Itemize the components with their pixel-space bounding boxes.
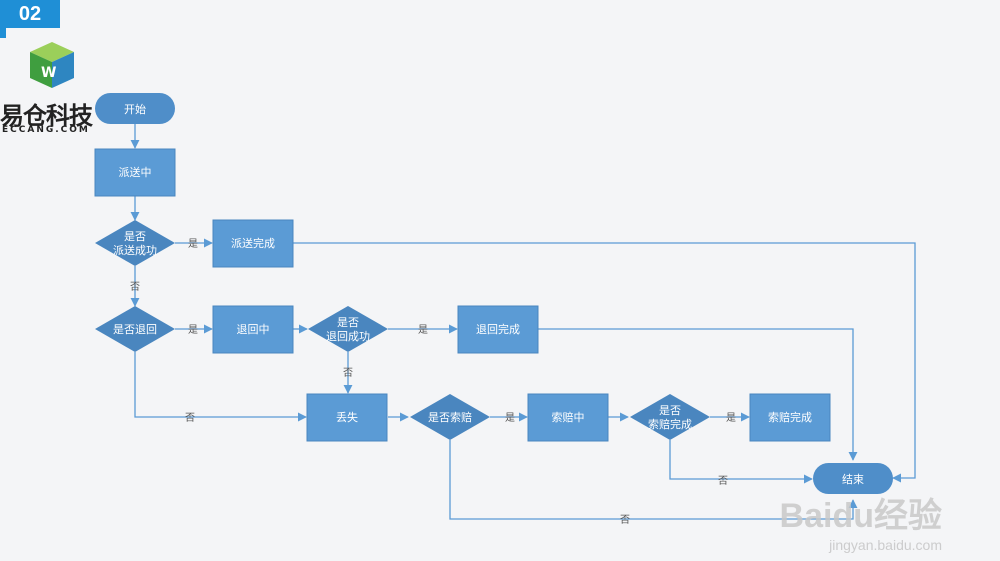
node-claiming-label: 索赔中	[552, 410, 585, 424]
eccang-logo-icon: W	[30, 42, 74, 88]
node-start-label: 开始	[124, 102, 146, 116]
label-no-claim-done: 否	[718, 475, 728, 487]
logo-name: 易仓科技	[0, 102, 93, 130]
node-return-complete: 退回完成	[457, 305, 539, 354]
node-dispatch-success-label-1: 是否	[124, 230, 146, 243]
node-claim-decision: 是否索赔	[410, 394, 490, 440]
node-dispatch-success-decision: 是否 派送成功	[95, 220, 175, 266]
slide-accent-bar	[0, 28, 6, 38]
node-dispatch-success-label-2: 派送成功	[113, 243, 157, 257]
node-dispatch-complete-label: 派送完成	[231, 236, 275, 250]
node-lost: 丢失	[306, 393, 388, 442]
edge-return-complete-end	[538, 328, 858, 461]
node-dispatching-label: 派送中	[119, 165, 152, 179]
node-claiming: 索赔中	[527, 393, 609, 442]
logo-domain: ECCANG.COM	[2, 125, 90, 135]
node-claim-complete: 索赔完成	[749, 393, 831, 442]
watermark-url: jingyan.baidu.com	[829, 537, 942, 553]
node-return-success-label-1: 是否	[337, 316, 359, 329]
node-dispatching: 派送中	[94, 148, 176, 197]
label-no-return: 否	[185, 412, 195, 424]
label-yes-claim-done: 是	[726, 412, 736, 424]
node-returning-label: 退回中	[237, 323, 270, 336]
label-yes-dispatch: 是	[188, 238, 198, 250]
node-return-success-label-2: 退回成功	[326, 330, 370, 343]
node-return-complete-label: 退回完成	[476, 322, 520, 336]
node-claim-done-label-2: 索赔完成	[648, 417, 692, 431]
label-yes-claim: 是	[505, 412, 515, 424]
node-claim-done-decision: 是否 索赔完成	[630, 394, 710, 440]
edge-q3-end	[669, 440, 813, 484]
node-claim-done-label-1: 是否	[659, 404, 681, 417]
edge-is-return-lost	[134, 352, 307, 422]
label-no-return-success: 否	[343, 367, 353, 379]
label-yes-return-success: 是	[418, 324, 428, 336]
watermark-brand: Baidu经验	[779, 497, 942, 535]
node-dispatch-complete: 派送完成	[212, 219, 294, 268]
slide-number-badge: 02	[0, 0, 60, 28]
node-end: 结束	[813, 463, 893, 494]
label-yes-return: 是	[188, 324, 198, 336]
node-is-return-label: 是否退回	[113, 323, 157, 336]
node-lost-label: 丢失	[336, 411, 358, 424]
node-is-return-decision: 是否退回	[95, 306, 175, 352]
edge-dispatch-complete-end	[293, 242, 916, 483]
node-claim-complete-label: 索赔完成	[768, 410, 812, 424]
node-return-success-decision: 是否 退回成功	[308, 306, 388, 352]
edge-claim-q-end	[449, 440, 858, 520]
label-no-dispatch: 否	[130, 281, 140, 293]
node-end-label: 结束	[842, 473, 864, 486]
node-claim-decision-label: 是否索赔	[428, 410, 472, 424]
node-returning: 退回中	[212, 305, 294, 354]
svg-text:W: W	[41, 65, 56, 81]
node-start: 开始	[95, 93, 175, 124]
label-no-claim: 否	[620, 514, 630, 526]
